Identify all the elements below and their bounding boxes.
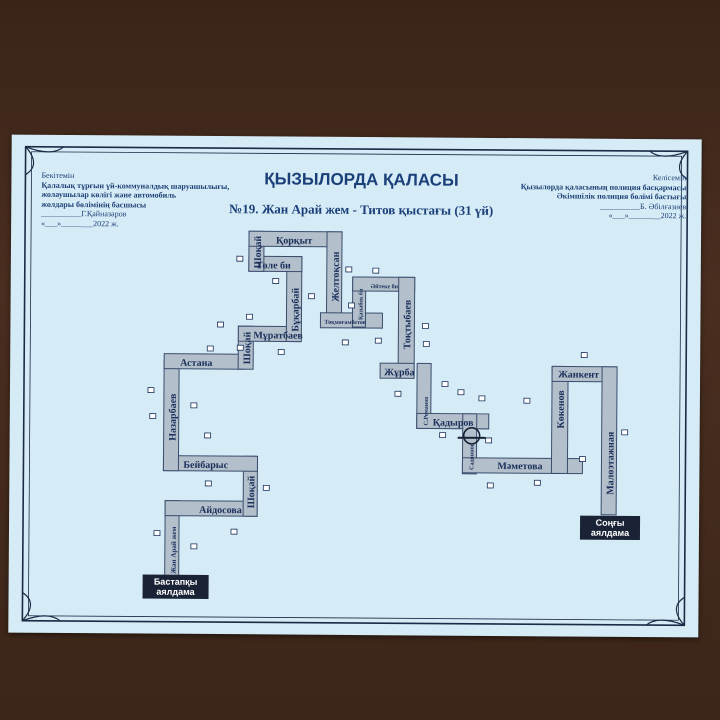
road-malotazhnaya [600, 366, 618, 516]
roundabout-icon [457, 427, 486, 445]
street-label-aiteke-bi: Әйтеке би [371, 283, 399, 290]
street-label-toktybaev: Тоқтыбаев [402, 299, 413, 349]
street-label-kokenov: Көкенов [556, 390, 567, 429]
street-label-sadvinov: Садвинов [469, 442, 475, 469]
street-label-shokai-1: Шоқай [253, 236, 264, 269]
street-label-astana: Астана [180, 358, 212, 369]
decorative-frame [21, 145, 689, 627]
map-sheet: Бекітемін Қалалық тұрғын үй-коммуналдық … [8, 134, 702, 638]
street-label-zhan-arai-zhem: Жан Арай жем [170, 526, 178, 573]
street-label-malotazhnaya: Малоэтажная [605, 431, 616, 495]
street-label-zhankent: Жанкент [558, 369, 599, 380]
street-label-shokai-2: Шоқай [242, 331, 253, 364]
street-label-zhurba: Жұрба [384, 367, 415, 378]
street-label-tokmagambetov: Тоқмағамбетов [324, 319, 366, 326]
street-label-korkyt: Қорқыт [276, 235, 312, 246]
street-label-shokai-3: Шоқай [246, 476, 257, 509]
route-map: Қорқыт Шоқай Төле би Бұқарбай Желтоқсан … [147, 230, 629, 582]
road-zhurba [379, 362, 415, 379]
street-label-kadyrov: Қадыров [433, 418, 475, 429]
street-label-muratbaev: Мұратбаев [253, 330, 303, 341]
street-label-aidosova: Айдосова [199, 505, 242, 516]
street-label-bukarbai: Бұқарбай [290, 288, 301, 332]
end-stop-label: Соңғы аялдама [579, 515, 641, 540]
street-label-nazarbaev: Назарбаев [168, 393, 179, 441]
street-label-s-romanov: С.Романов [424, 396, 430, 426]
street-label-beibarys: Бейбарыс [183, 460, 228, 471]
bus-stop-icons [147, 255, 629, 550]
street-label-mametova: Мәметова [497, 461, 542, 472]
street-label-kazybek-bi: Қазыбек би [357, 288, 364, 320]
street-label-zheltoksan: Желтоқсан [331, 251, 342, 302]
road-tokmagambetov [319, 312, 384, 329]
street-label-tole-bi: Төле би [256, 260, 291, 271]
start-stop-label: Бастапқы аялдама [142, 574, 209, 599]
